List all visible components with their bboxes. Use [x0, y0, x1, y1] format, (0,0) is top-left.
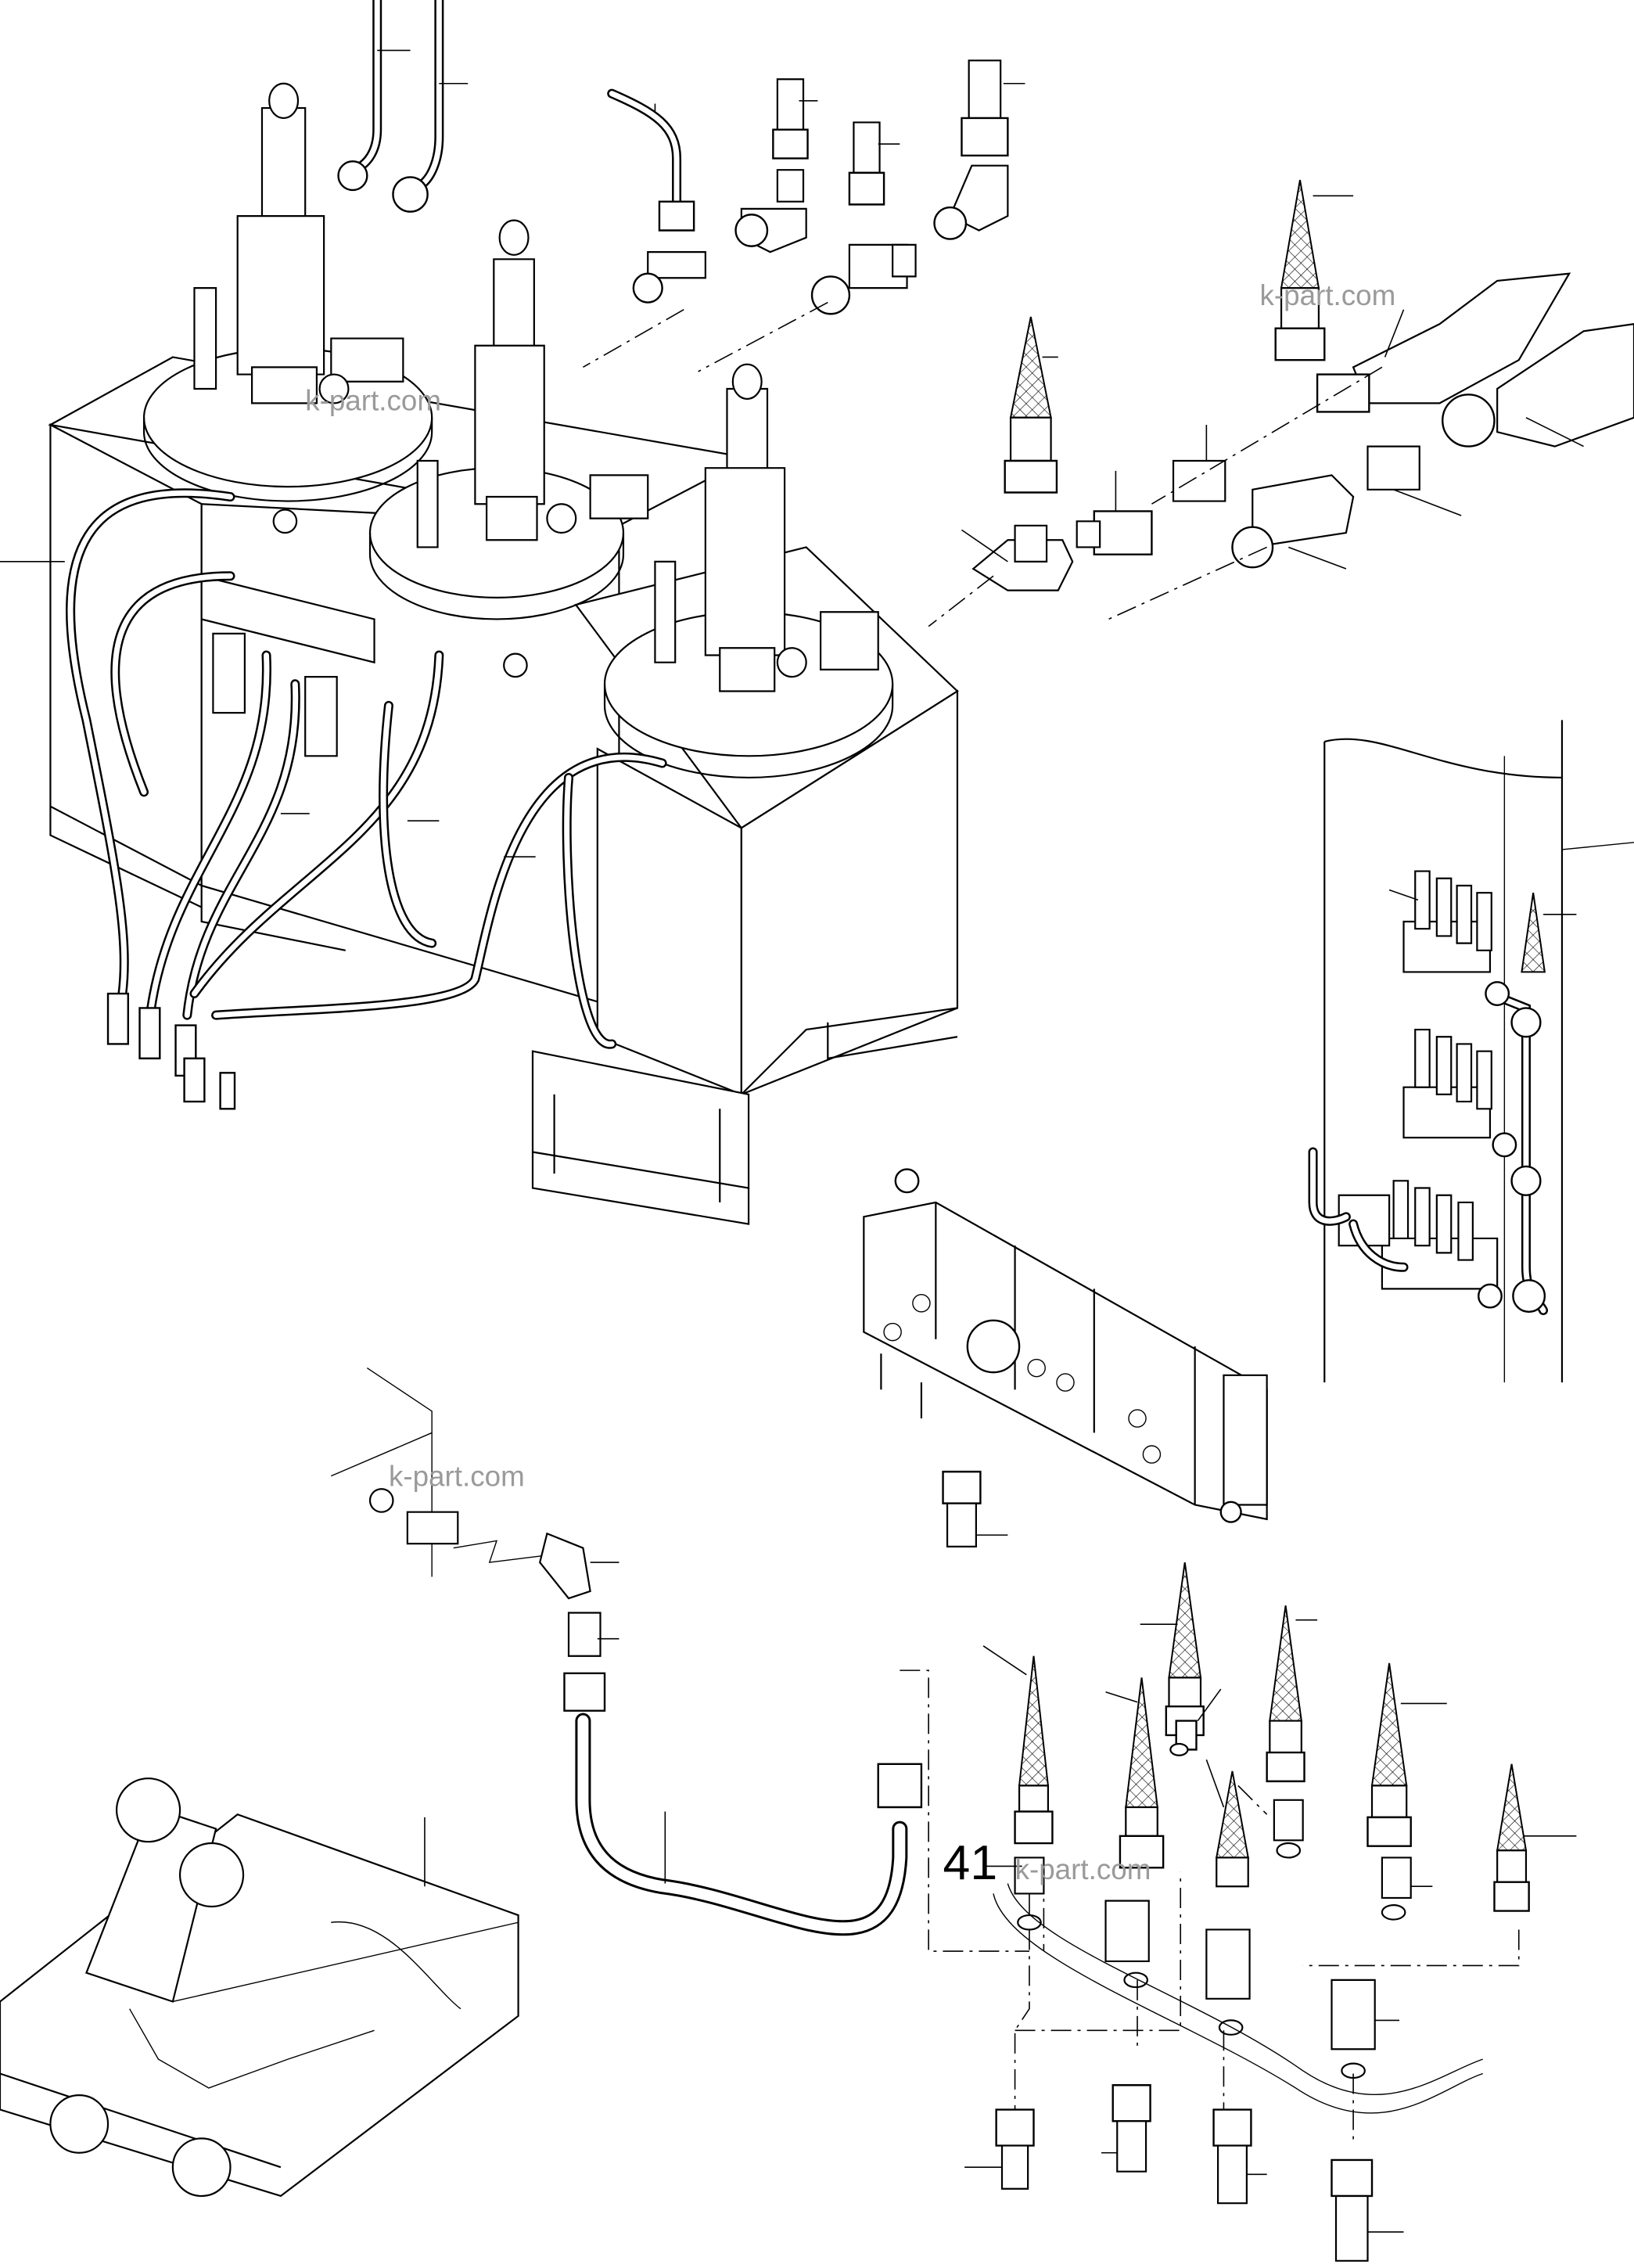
tank-assembly — [0, 0, 957, 1224]
lower-hose-assembly — [331, 1368, 921, 1928]
watermark: k-part.com — [305, 385, 441, 417]
callout-41-label: 41 — [943, 1835, 998, 1890]
distributor-panel — [1313, 720, 1634, 1382]
valve-block — [864, 1170, 1266, 1547]
callout-41: 41 — [943, 1835, 1022, 1890]
fitting-group-right — [928, 180, 1634, 627]
watermark: k-part.com — [389, 1461, 525, 1493]
lube-point-group — [900, 1562, 1576, 2261]
watermark: k-part.com — [1259, 279, 1395, 311]
watermark: k-part.com — [1015, 1853, 1151, 1885]
frame-isometric — [0, 1778, 519, 2196]
pump-unit — [418, 221, 648, 548]
pump-unit — [655, 365, 878, 692]
fitting-group-top — [583, 60, 1025, 372]
pump-unit — [194, 84, 403, 404]
